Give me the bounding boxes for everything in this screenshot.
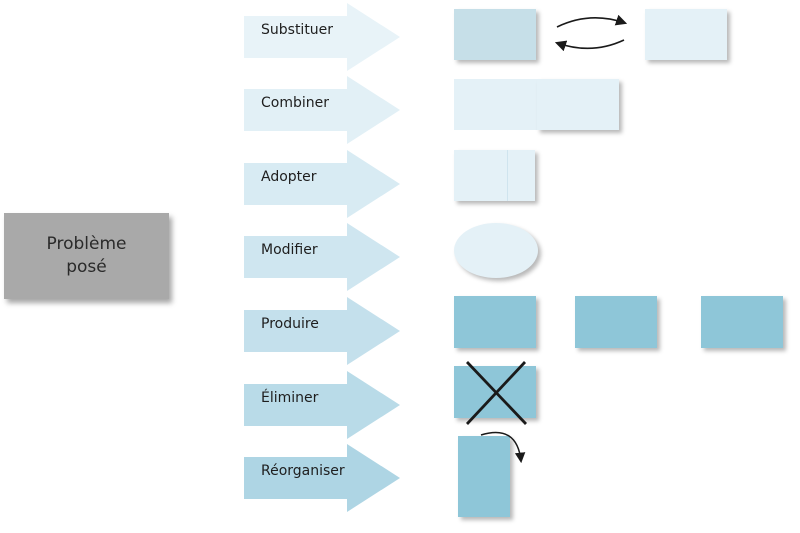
adopt-box-divider xyxy=(507,150,508,201)
swap-arrow-top xyxy=(556,14,628,28)
adopt-box xyxy=(454,150,535,201)
combine-box-a xyxy=(454,79,537,130)
arrow-shape xyxy=(244,3,400,71)
modify-ellipse xyxy=(454,223,538,278)
arrow-shape xyxy=(244,223,400,291)
problem-box: Problème posé xyxy=(4,213,169,299)
arrow-label-adopter: Adopter xyxy=(261,169,317,185)
arrow-substituer: Substituer xyxy=(244,3,404,71)
arrow-shape xyxy=(244,150,400,218)
arrow-reorganiser: Réorganiser xyxy=(244,444,404,512)
arrow-label-combiner: Combiner xyxy=(261,95,329,111)
produce-box-1 xyxy=(454,296,536,348)
eliminate-box xyxy=(454,366,536,418)
combine-box-b xyxy=(537,79,619,130)
arrow-shape xyxy=(244,371,400,439)
swap-arrow-bottom xyxy=(554,39,625,52)
arrow-label-produire: Produire xyxy=(261,316,319,332)
produce-box-2 xyxy=(575,296,657,348)
arrow-eliminer: Éliminer xyxy=(244,371,404,439)
produce-box-3 xyxy=(701,296,783,348)
arrow-label-substituer: Substituer xyxy=(261,22,334,38)
substitute-box-a xyxy=(454,9,536,60)
arrow-combiner: Combiner xyxy=(244,76,404,144)
arrow-label-reorganiser: Réorganiser xyxy=(261,463,345,479)
problem-label: Problème posé xyxy=(46,234,127,277)
reorganize-box xyxy=(458,436,510,517)
substitute-box-b xyxy=(645,9,727,60)
arrow-shape xyxy=(244,76,400,144)
arrow-label-modifier: Modifier xyxy=(261,242,318,258)
arrow-label-eliminer: Éliminer xyxy=(261,390,319,406)
arrow-shape xyxy=(244,297,400,365)
arrow-shape xyxy=(244,444,400,512)
arrow-modifier: Modifier xyxy=(244,223,404,291)
arrow-produire: Produire xyxy=(244,297,404,365)
arrow-adopter: Adopter xyxy=(244,150,404,218)
